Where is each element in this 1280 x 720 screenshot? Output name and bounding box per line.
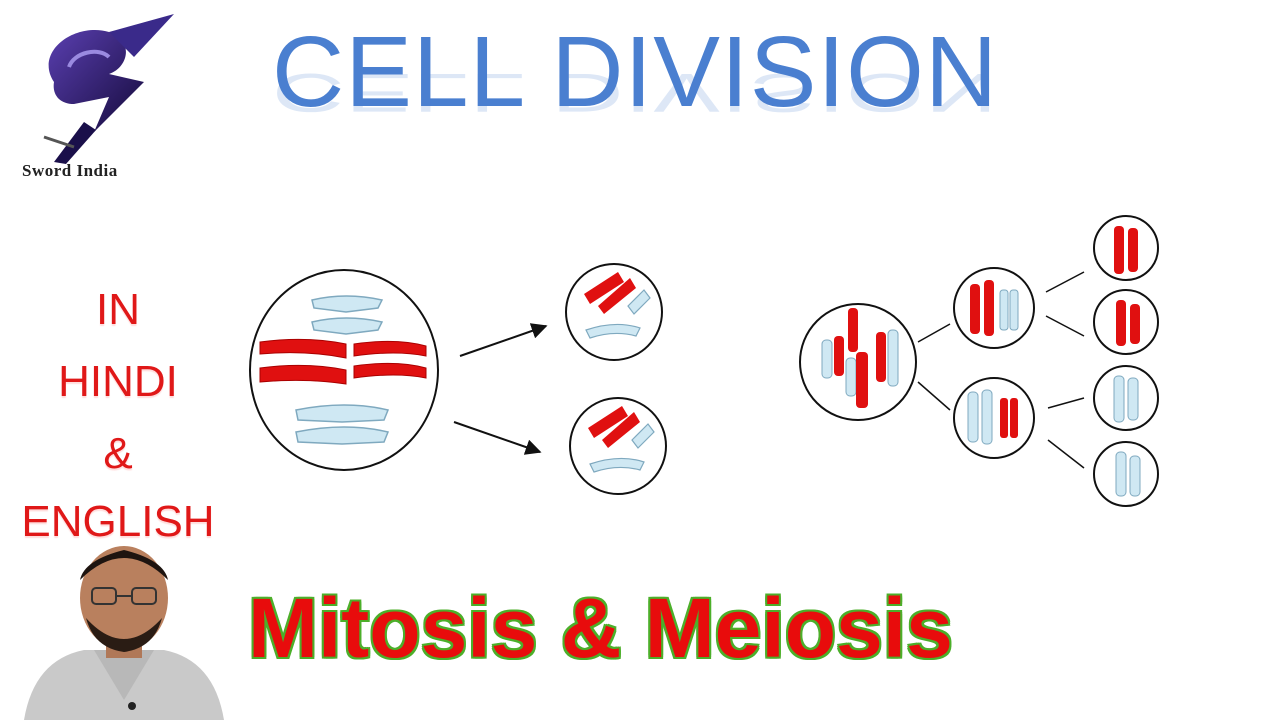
meiosis-cell-3a (1093, 215, 1159, 281)
chromosome-red-left (259, 338, 347, 385)
page-title: CELL DIVISION (272, 16, 999, 128)
brand-name: Sword India (22, 161, 118, 180)
side-label-ampersand: & (103, 429, 133, 478)
meiosis-cell-2b (953, 377, 1035, 459)
mitosis-diagram (249, 263, 667, 495)
chromosome-blue-top (311, 295, 384, 335)
side-label-in: IN (96, 285, 140, 334)
side-label-hindi: HINDI (58, 357, 178, 406)
arrow-to-bottom-daughter (453, 421, 542, 455)
chromosome-red-right (353, 340, 427, 379)
sword-logo-icon (43, 14, 174, 164)
side-label-english: ENGLISH (21, 497, 215, 546)
meiosis-diagram (799, 215, 1159, 507)
title-reflection: CELL DIVISION (272, 61, 999, 124)
meiosis-cell-3c (1093, 365, 1159, 431)
chromosome-blue-bottom (295, 404, 390, 445)
arrow-to-top-daughter (459, 323, 548, 357)
presenter-photo (24, 546, 224, 720)
subtitle: Mitosis & Meiosis (248, 581, 953, 675)
